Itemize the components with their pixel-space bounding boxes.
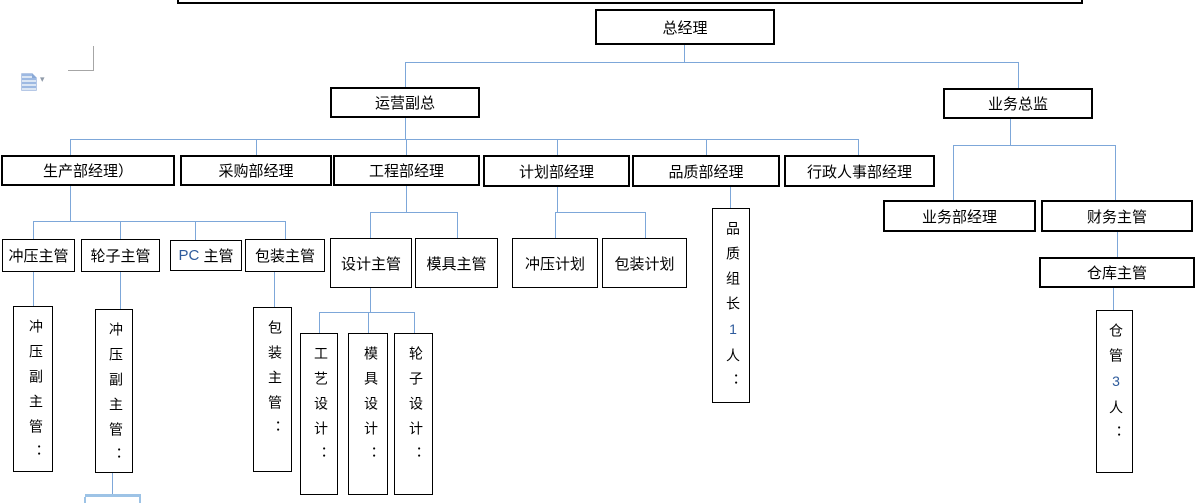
node-purchasing-manager[interactable]: 采购部经理	[180, 155, 332, 186]
node-warehouse-keeper[interactable]: 仓管3人：	[1096, 310, 1133, 473]
node-stamping-supervisor[interactable]: 冲压主管	[2, 239, 75, 272]
node-mold-designer[interactable]: 模具设计：	[348, 333, 388, 495]
connector-eng-rail	[370, 212, 458, 213]
connector-eng-down	[406, 186, 407, 213]
connector-selected-drop-left	[84, 497, 86, 503]
connector-wheeldesign-drop	[414, 312, 415, 333]
connector-mgr-rail	[70, 139, 859, 140]
node-wheel-designer[interactable]: 轮子设计：	[394, 333, 433, 495]
node-packing-supervisor[interactable]: 包装主管	[245, 239, 325, 272]
connector-sup-rail	[33, 221, 286, 222]
node-stamping-planner[interactable]: 冲压计划	[512, 238, 598, 288]
connector-finance-drop	[1115, 145, 1116, 200]
connector-plan-rail	[555, 212, 646, 213]
connector-stamping-down	[33, 272, 34, 306]
node-quality-manager[interactable]: 品质部经理	[632, 155, 780, 187]
connector-packing-down	[274, 272, 275, 307]
node-engineering-manager[interactable]: 工程部经理	[333, 155, 480, 186]
node-packing-supervisor-vertical[interactable]: 包装主管：	[253, 307, 292, 472]
node-warehouse-supervisor[interactable]: 仓库主管	[1039, 257, 1195, 288]
connector-hr-drop	[858, 139, 859, 155]
node-design-supervisor[interactable]: 设计主管	[330, 238, 412, 288]
connector-gm-down	[684, 45, 685, 63]
connector-selected-rail[interactable]	[85, 494, 141, 497]
connector-bizmgr-drop	[953, 145, 954, 200]
node-production-manager[interactable]: 生产部经理）	[1, 155, 175, 186]
connector-purchase-drop	[256, 139, 257, 155]
margin-corner-mark	[68, 70, 94, 71]
connector-plan-drop	[557, 139, 558, 155]
node-business-manager[interactable]: 业务部经理	[883, 200, 1036, 232]
node-mold-supervisor[interactable]: 模具主管	[415, 238, 498, 288]
node-operations-vp[interactable]: 运营副总	[330, 87, 480, 118]
connector-selected-drop-right	[139, 497, 141, 503]
node-business-director[interactable]: 业务总监	[943, 88, 1093, 119]
margin-corner-mark	[93, 46, 94, 71]
connector-molddesign-drop	[368, 312, 369, 333]
node-wheel-supervisor[interactable]: 轮子主管	[81, 239, 160, 272]
connector-prod-drop	[70, 139, 71, 155]
connector-design-rail	[319, 312, 415, 313]
connector-stampplan-drop	[555, 212, 556, 238]
connector-stamping-drop	[33, 221, 34, 240]
connector-pc-drop	[195, 221, 196, 240]
connector-eng-drop	[406, 139, 407, 155]
cutoff-title-box[interactable]	[177, 0, 1083, 4]
connector-packplan-drop	[645, 212, 646, 238]
node-stamping-deputy-1[interactable]: 冲压副主管：	[13, 306, 53, 472]
connector-deputy2-down	[112, 473, 113, 495]
connector-top-rail	[405, 62, 1019, 63]
connector-opsvp-down	[405, 118, 406, 140]
connector-warehouse-down	[1113, 288, 1114, 310]
connector-plan-down	[557, 187, 558, 213]
node-general-manager[interactable]: 总经理	[595, 9, 775, 45]
connector-qcleader-down	[730, 187, 731, 208]
connector-wheel-drop	[120, 221, 121, 240]
node-packing-planner[interactable]: 包装计划	[602, 238, 687, 288]
node-stamping-deputy-2[interactable]: 冲压副主管：	[95, 309, 133, 473]
connector-design-drop	[370, 212, 371, 238]
connector-designsup-down	[370, 288, 371, 313]
node-admin-hr-manager[interactable]: 行政人事部经理	[784, 155, 935, 187]
connector-mold-drop	[457, 212, 458, 238]
node-craft-designer[interactable]: 工艺设计：	[300, 333, 338, 495]
connector-craft-drop	[319, 312, 320, 333]
connector-packing-drop	[285, 221, 286, 239]
node-planning-manager[interactable]: 计划部经理	[483, 155, 630, 187]
connector-biz-rail	[953, 145, 1116, 146]
node-quality-leader[interactable]: 品质组长1人：	[712, 208, 750, 403]
connector-bizdir-down	[1010, 119, 1011, 146]
connector-prod-down	[70, 186, 71, 222]
connector-wheel-down	[120, 272, 121, 309]
connector-opsvp-drop	[405, 62, 406, 87]
paste-options-icon[interactable]	[21, 73, 37, 91]
connector-bizdir-drop	[1018, 62, 1019, 88]
dropdown-arrow-icon[interactable]: ▾	[40, 74, 45, 84]
node-finance-supervisor[interactable]: 财务主管	[1041, 200, 1193, 232]
connector-finance-down	[1117, 232, 1118, 257]
node-pc-supervisor[interactable]: PC 主管	[170, 240, 242, 271]
connector-quality-drop	[706, 139, 707, 155]
